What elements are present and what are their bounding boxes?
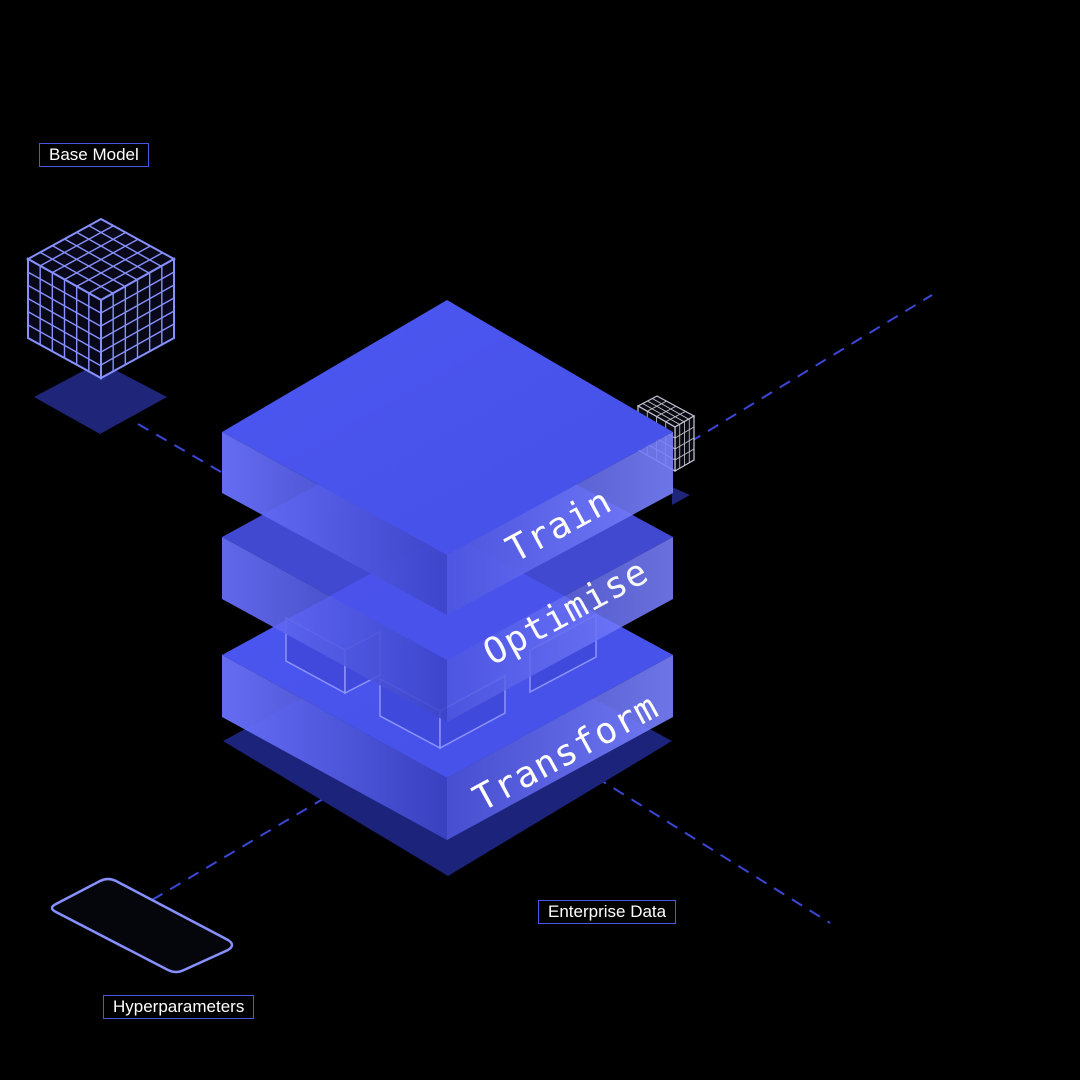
connector-lines	[137, 294, 933, 924]
dash-stack-to-top-right	[689, 294, 933, 443]
layer-optimise-right	[447, 537, 673, 722]
dash-stack-to-enterprise	[577, 765, 831, 924]
layer-train-right	[447, 432, 673, 615]
layer-train-top	[222, 300, 673, 555]
layer-transform-left	[222, 655, 447, 840]
dash-hyper-to-stack	[151, 785, 346, 901]
layer-train-left	[222, 432, 447, 615]
enterprise-data-label: Enterprise Data	[538, 900, 677, 924]
hyperparameters-label: Hyperparameters	[103, 995, 255, 1019]
layer-train: Train	[222, 300, 673, 615]
connector-shadow	[672, 487, 690, 505]
flat-panel-icon	[50, 877, 234, 974]
dash-base-to-stack	[137, 423, 229, 477]
layer-optimise-left	[222, 537, 447, 722]
layer-transform-right	[447, 655, 673, 840]
grid-cube-icon	[25, 217, 177, 380]
base-model-shadow	[34, 362, 167, 434]
base-model-label: Base Model	[39, 143, 149, 167]
cube-grid-lines	[27, 225, 175, 373]
